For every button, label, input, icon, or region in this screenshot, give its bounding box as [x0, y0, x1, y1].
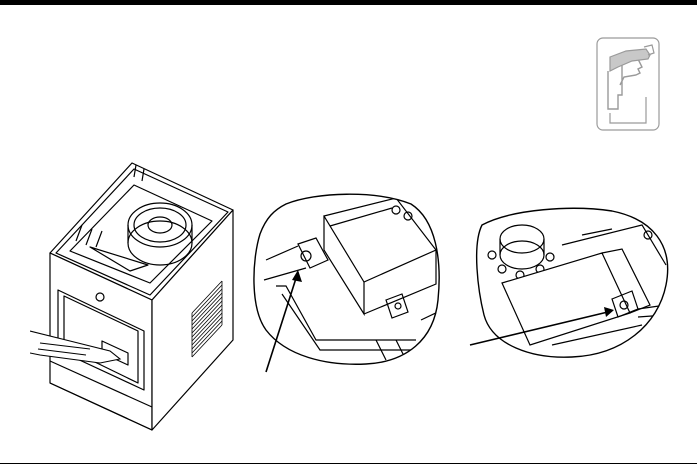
magnified-bracket-right: [462, 205, 687, 365]
gloved-hand-icon: [596, 37, 660, 131]
bottom-rule: [0, 463, 697, 464]
magnified-bracket-left: [246, 190, 446, 375]
top-rule: [0, 0, 697, 5]
printer-illustration: [30, 155, 245, 435]
